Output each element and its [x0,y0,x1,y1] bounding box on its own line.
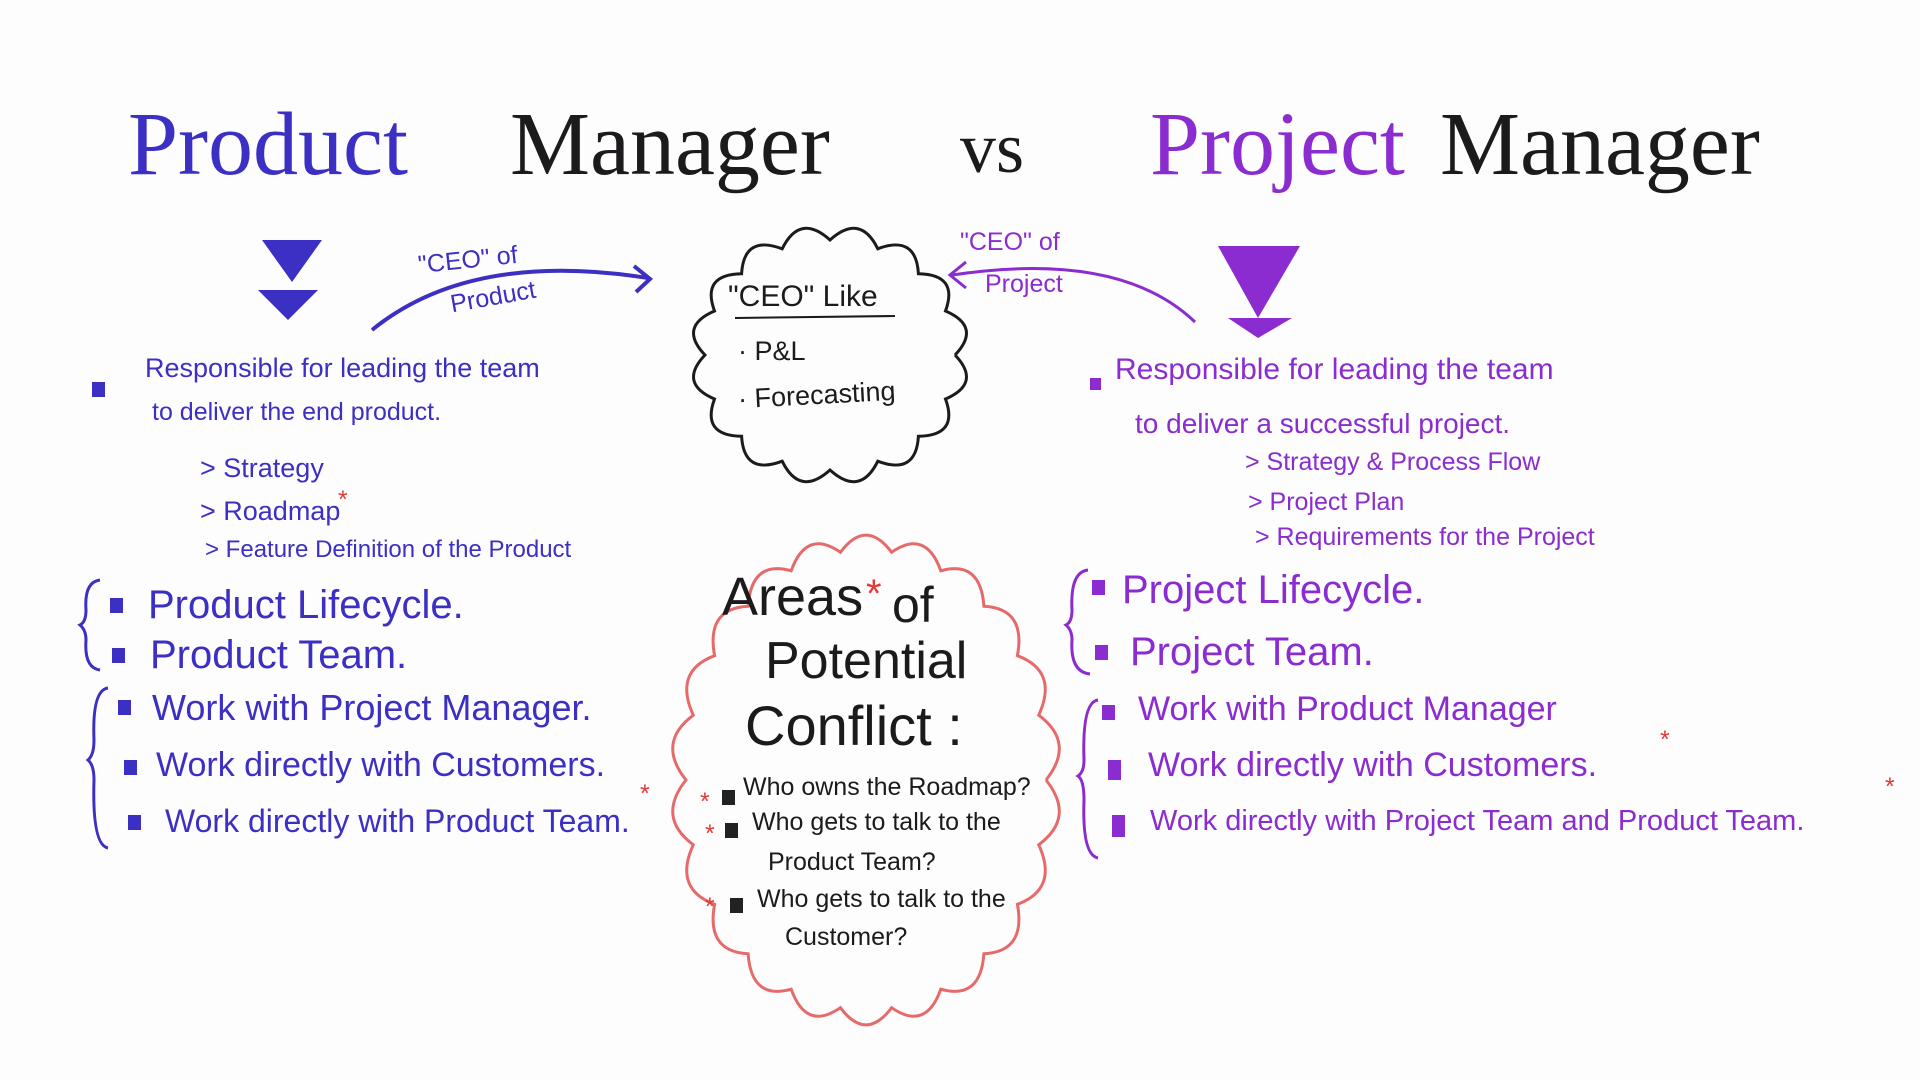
teams-asterisk: * [1885,773,1895,801]
bullet-square [725,823,738,838]
product-team: Product Team. [150,633,408,677]
right-curved-arrow [951,267,1197,324]
project-down-arrow-icon [1218,246,1300,318]
conflict-heading-conflict: Conflict : [745,694,963,757]
project-team: Project Team. [1130,630,1374,674]
bullet-square [1095,645,1108,660]
title-project: Project [1150,95,1405,194]
ceo-cloud-outline [692,226,968,484]
conflict-item-asterisk: * [700,788,710,816]
project-brace-2 [1075,698,1099,860]
project-down-arrow-icon-2 [1228,318,1292,338]
bullet-square [722,790,735,805]
product-down-arrow-icon [262,240,322,282]
bullet-square [730,898,743,913]
conflict-asterisk: * [866,572,882,616]
right-arrowhead-icon [947,260,967,290]
project-work-with-customers: Work directly with Customers. [1148,746,1598,784]
ceo-like-heading: "CEO" Like [728,280,878,313]
bullet-square [110,598,123,613]
bullet-square [124,760,137,775]
project-sub-requirements: > Requirements for the Project [1255,523,1595,551]
product-brace-1 [77,578,101,672]
conflict-cloud-outline [671,533,1061,1027]
product-down-arrow-icon-2 [258,290,318,320]
right-arrow-label-line1: "CEO" of [960,228,1060,256]
bullet-square [112,648,125,663]
ceo-item-pl: · P&L [738,336,806,366]
project-sub-strategy: > Strategy & Process Flow [1245,448,1541,476]
product-work-with-customers: Work directly with Customers. [156,746,606,784]
title-product-manager: Manager [510,95,830,194]
conflict-heading-of: of [892,577,934,633]
product-work-with-product-team: Work directly with Product Team. [165,803,630,839]
conflict-item-customer-line1: Who gets to talk to the [757,885,1006,913]
project-sub-plan: > Project Plan [1248,488,1405,516]
bullet-square [1108,760,1121,780]
bullet-square [1112,815,1125,837]
bullet-square [118,700,131,715]
title-product: Product [128,95,408,194]
product-team-asterisk: * [640,780,650,808]
conflict-item-customer-line2: Customer? [785,923,908,951]
customers-asterisk: * [1660,726,1670,754]
conflict-item-asterisk: * [705,893,715,921]
product-responsibility-line1: Responsible for leading the team [145,353,540,383]
left-arrowhead-icon [632,264,654,294]
product-responsibility-line2: to deliver the end product. [152,398,442,426]
project-lifecycle: Project Lifecycle. [1122,568,1425,612]
project-brace-1 [1063,568,1091,676]
ceo-underline [734,315,896,319]
title-project-manager: Manager [1440,95,1760,194]
bullet-square [1092,580,1105,595]
product-sub-strategy: > Strategy [200,453,324,483]
bullet-square [92,382,105,397]
project-responsibility-line1: Responsible for leading the team [1115,353,1554,386]
product-sub-feature-definition: > Feature Definition of the Product [205,536,572,563]
conflict-item-asterisk: * [705,820,715,848]
conflict-item-roadmap: Who owns the Roadmap? [743,773,1031,801]
product-lifecycle: Product Lifecycle. [148,583,464,627]
project-work-with-product-manager: Work with Product Manager [1138,690,1557,728]
title-vs: vs [960,108,1025,188]
roadmap-asterisk: * [338,486,348,514]
bullet-square [128,815,141,830]
product-sub-roadmap: > Roadmap [200,496,341,526]
product-work-with-project-manager: Work with Project Manager. [152,687,592,728]
bullet-square [1090,378,1101,390]
bullet-square [1102,705,1115,720]
product-brace-2 [85,686,109,850]
conflict-heading-areas: Areas [722,567,864,627]
left-curved-arrow [370,268,649,332]
conflict-item-product-team-line1: Who gets to talk to the [752,808,1001,836]
project-work-with-teams: Work directly with Project Team and Prod… [1150,805,1805,837]
conflict-heading-potential: Potential [765,632,968,690]
project-responsibility-line2: to deliver a successful project. [1135,408,1511,439]
right-arrow-label-line2: Project [985,270,1063,298]
conflict-item-product-team-line2: Product Team? [768,848,936,876]
